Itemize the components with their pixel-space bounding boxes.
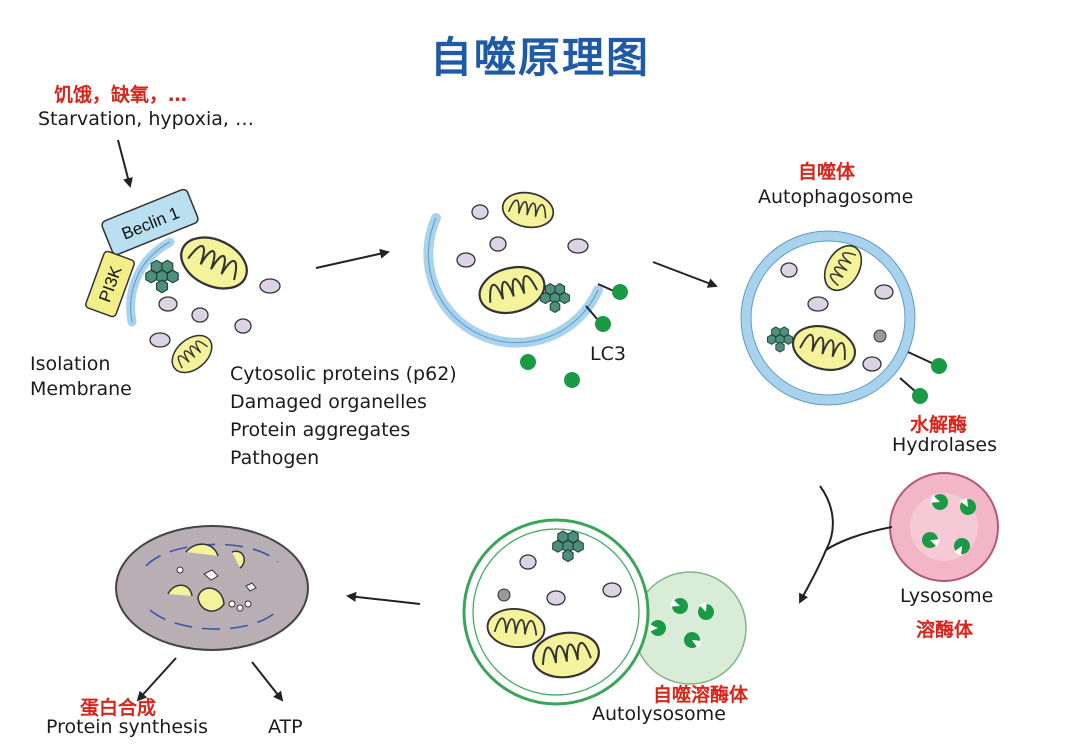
mitochondrion <box>171 226 257 300</box>
page-title: 自噬原理图 <box>429 33 650 82</box>
lc3-dot <box>564 372 580 388</box>
protein <box>456 252 476 268</box>
autophagosome-label-en: Autophagosome <box>758 186 914 208</box>
protein-synthesis-label-en: Protein synthesis <box>46 716 209 738</box>
mitochondrion-fragment <box>167 584 193 597</box>
mitochondrion <box>473 259 551 321</box>
protein <box>234 318 252 334</box>
protein-synthesis-arrow <box>136 657 177 702</box>
protein <box>191 307 209 323</box>
degradation-stage <box>115 525 309 702</box>
autolysosome-label-cn: 自噬溶酶体 <box>653 684 749 706</box>
stimulus-label-cn: 饥饿，缺氧，… <box>54 84 188 106</box>
protein <box>546 590 566 606</box>
step-arrow <box>315 248 390 269</box>
fusion-curve <box>819 485 834 551</box>
protein <box>471 204 489 220</box>
autolysosome-stage <box>346 518 747 706</box>
cargo-item: Damaged organelles <box>230 391 427 413</box>
protein <box>874 284 894 300</box>
protein <box>862 356 882 372</box>
stimulus-arrow <box>117 139 133 188</box>
protein <box>807 296 829 312</box>
lc3-dot <box>931 358 947 374</box>
degraded-protein <box>497 588 511 602</box>
lc3-dot <box>595 316 611 332</box>
atp-label: ATP <box>268 716 303 738</box>
autophagosome-label-cn: 自噬体 <box>798 161 856 183</box>
initiation-stage: Beclin 1 PI3K <box>85 139 390 381</box>
protein-synthesis-label-cn: 蛋白合成 <box>80 697 157 719</box>
mitochondrion-fragment <box>245 582 257 592</box>
hydrolases-label-cn: 水解酶 <box>910 414 968 436</box>
pi3k-box: PI3K <box>85 250 135 318</box>
phagophore-stage <box>423 187 718 388</box>
autophagosome-stage <box>740 230 947 406</box>
atp-arrow <box>251 661 284 702</box>
mitochondrion-fragment <box>231 550 245 569</box>
protein <box>780 262 798 278</box>
isolation-membrane-label-1: Isolation <box>30 353 111 375</box>
protein <box>519 554 537 570</box>
lysosome-label-en: Lysosome <box>900 585 994 607</box>
protein <box>158 296 178 312</box>
cargo-list: Cytosolic proteins (p62) Damaged organel… <box>230 360 457 472</box>
autolysosome-label-en: Autolysosome <box>592 703 726 725</box>
stimulus-label-en: Starvation, hypoxia, … <box>38 108 254 130</box>
hydrolases-label-en: Hydrolases <box>892 434 998 456</box>
mitochondrion <box>164 327 220 381</box>
mitochondrion-fragment <box>197 587 225 612</box>
step-arrow <box>652 261 718 288</box>
protein <box>489 236 507 252</box>
lc3-label: LC3 <box>590 343 626 365</box>
lysosome-label-cn: 溶酶体 <box>916 619 974 641</box>
protein <box>149 332 171 348</box>
mitochondrion <box>499 187 557 233</box>
degraded-protein <box>873 329 887 343</box>
fusion-arrow <box>799 549 827 604</box>
mitochondrion-fragment <box>185 543 219 557</box>
isolation-membrane-label-2: Membrane <box>30 378 132 400</box>
lc3-dot <box>912 388 928 404</box>
protein <box>602 582 622 598</box>
cargo-item: Pathogen <box>230 447 320 469</box>
lc3-dot <box>612 284 628 300</box>
lysosome <box>889 472 999 582</box>
cargo-item: Cytosolic proteins (p62) <box>230 363 457 385</box>
step-arrow <box>346 591 421 605</box>
protein-aggregate <box>145 259 179 294</box>
mitochondrion-fragment <box>203 569 219 581</box>
fusion-curve <box>825 526 893 551</box>
cargo-item: Protein aggregates <box>230 419 411 441</box>
protein <box>567 238 589 254</box>
lc3-dot <box>520 354 536 370</box>
protein <box>259 278 281 294</box>
autolysosome-membrane <box>462 518 650 706</box>
